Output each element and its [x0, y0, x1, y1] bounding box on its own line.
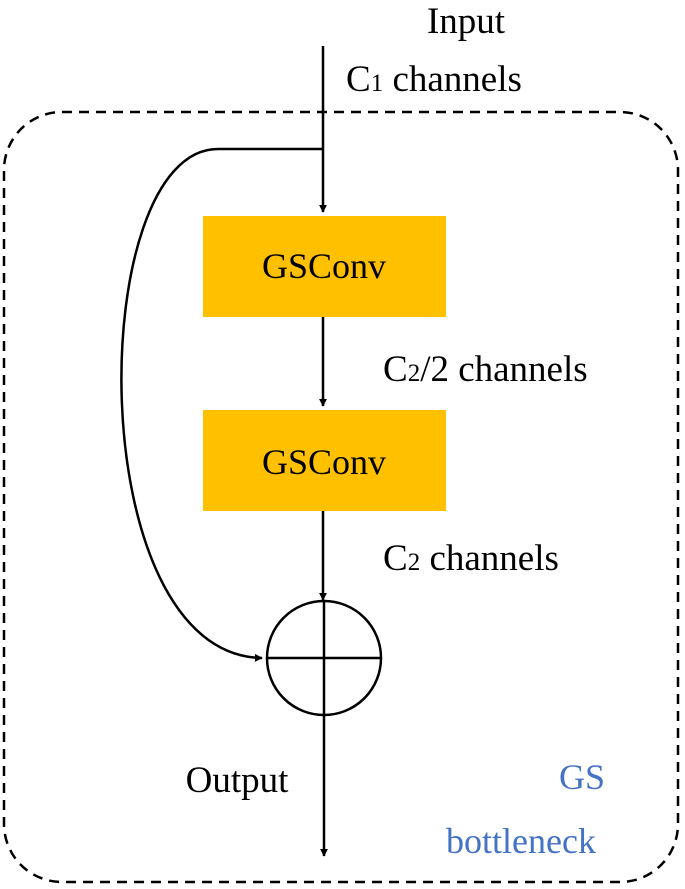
input-channels-label: C1 channels	[346, 59, 522, 100]
group-label-line1: GS	[559, 757, 605, 797]
circle-plus-icon	[265, 599, 383, 717]
skip-connection-arrow	[120, 147, 323, 662]
output-label: Output	[186, 760, 290, 801]
gsconv-block-2-label: GSConv	[262, 442, 386, 482]
group-label-line2: bottleneck	[446, 821, 596, 861]
mid-channels-label: C2/2 channels	[383, 349, 588, 390]
gs-bottleneck-group-border	[2, 110, 680, 884]
gsconv-block-1-box	[203, 216, 446, 317]
gsconv-block-2: GSConv	[203, 410, 446, 511]
out-channels-label: C2 channels	[383, 538, 559, 579]
gsconv-block-1: GSConv	[203, 216, 446, 317]
input-label: Input	[427, 1, 506, 42]
gsconv-block-1-label: GSConv	[262, 246, 386, 286]
gsconv-block-2-box	[203, 410, 446, 511]
